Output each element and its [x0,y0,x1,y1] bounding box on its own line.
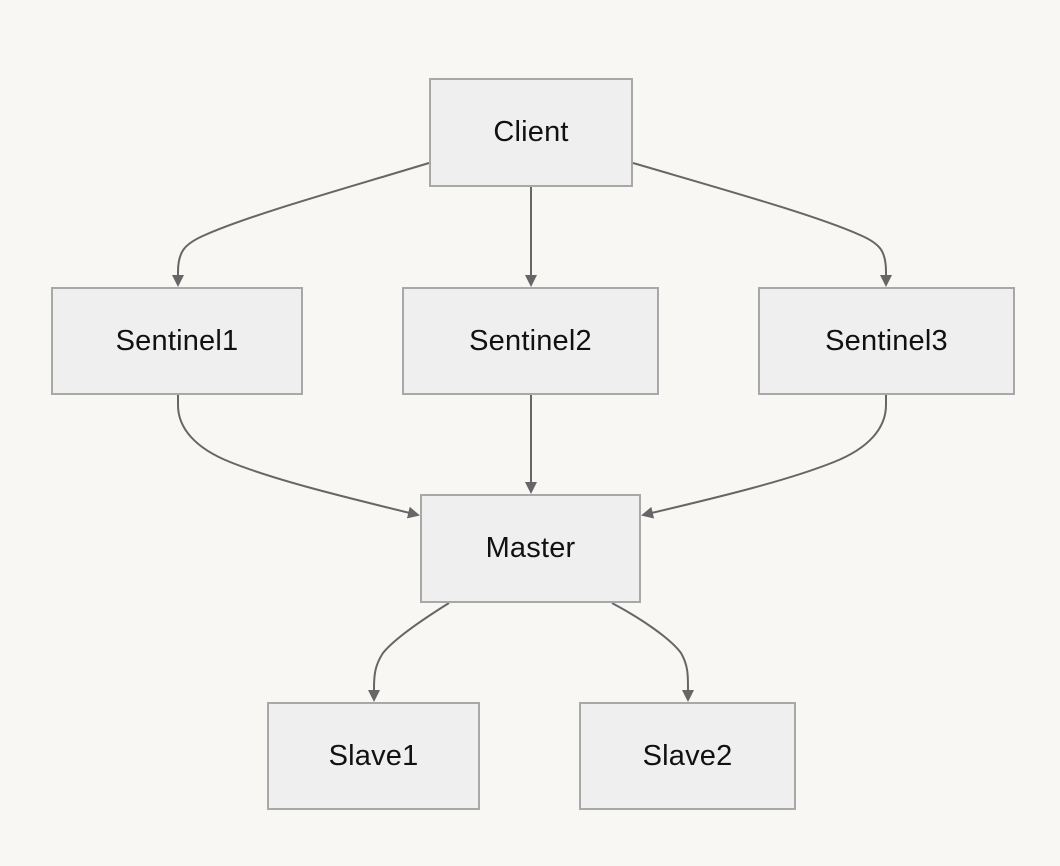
edge-client-sentinel1 [172,162,430,287]
edge-master-slave1 [368,602,450,702]
edge-master-slave2 [611,602,694,702]
client-label: Client [493,116,569,148]
edge-sentinel1-master [177,395,420,519]
sentinel3-node: Sentinel3 [758,287,1015,395]
sentinel3-label: Sentinel3 [825,324,948,357]
slave1-node: Slave1 [267,702,480,810]
slave1-label: Slave1 [328,739,419,772]
edge-sentinel3-master [641,395,887,519]
slave2-node: Slave2 [579,702,796,810]
slave2-label: Slave2 [642,739,733,772]
edge-client-sentinel3 [632,162,892,287]
client-node: Client [429,78,633,187]
sentinel2-label: Sentinel2 [469,324,592,357]
master-node: Master [420,494,641,603]
sentinel1-label: Sentinel1 [115,324,239,357]
master-label: Master [485,532,576,564]
sentinel2-node: Sentinel2 [402,287,659,395]
sentinel1-node: Sentinel1 [51,287,303,395]
